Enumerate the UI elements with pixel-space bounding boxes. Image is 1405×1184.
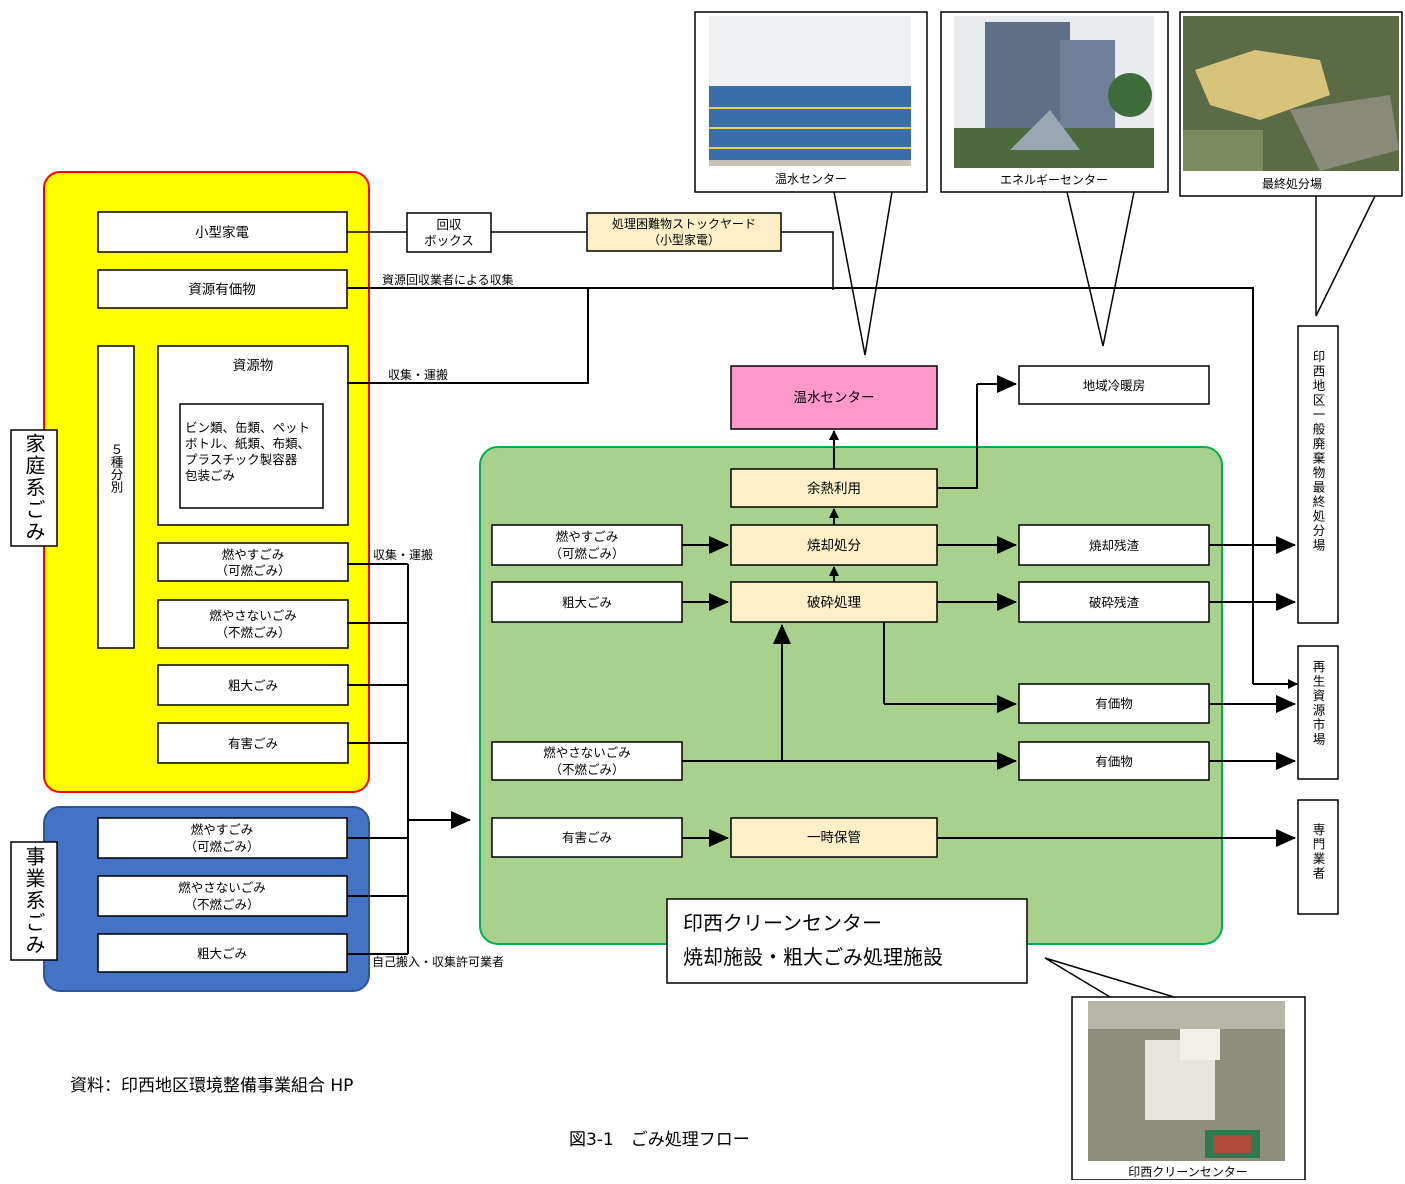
resources-detail-2: ボトル、紙類、布類、 [185, 436, 310, 451]
valuables-out-2-label: 有価物 [1095, 754, 1133, 769]
collection-box-2: ボックス [424, 233, 474, 248]
in-bulky-label: 粗大ごみ [562, 595, 612, 610]
hh-bulky-box [157, 664, 349, 706]
small-appliances-label: 小型家電 [195, 224, 249, 241]
heat-use-box [730, 468, 938, 508]
hh-bulky-label: 粗大ごみ [228, 678, 278, 693]
business-label-box [10, 841, 58, 961]
center-title-1: 印西クリーンセンター [683, 911, 882, 935]
resources-detail-1: ビン類、缶類、ペット [185, 420, 310, 435]
hh-nonburnable-2: （不燃ごみ） [215, 625, 290, 640]
hh-burnable-box [157, 542, 349, 582]
recycled-market-box [1297, 645, 1339, 780]
crushing-residue-label: 破砕残渣 [1089, 595, 1140, 610]
biz-burnable-1: 燃やすごみ [191, 822, 254, 837]
hot-water-center-box [730, 365, 938, 430]
stockyard-1: 処理困難物ストックヤード [612, 216, 756, 231]
biz-burnable-2: （可燃ごみ） [184, 839, 259, 854]
stockyard-2: （小型家電） [648, 232, 720, 247]
collect-transport-1: 収集・運搬 [388, 367, 448, 382]
in-nonburnable-2: （不燃ごみ） [549, 762, 624, 777]
biz-burnable-box [97, 817, 348, 859]
incineration-residue-box [1018, 524, 1210, 566]
center-title-2: 焼却施設・粗大ごみ処理施設 [683, 945, 943, 969]
business-label: 事業系ごみ [22, 846, 46, 956]
energy-center-photo [954, 16, 1154, 168]
recycled-market-label: 再生資源市場 [1311, 660, 1326, 747]
biz-bulky-label: 粗大ごみ [197, 946, 247, 961]
valuables-label: 資源有価物 [188, 282, 256, 298]
resources-detail-box [179, 403, 324, 509]
valuables-out-1-label: 有価物 [1095, 696, 1133, 711]
landfill-box [1297, 325, 1339, 624]
crushing-residue-box [1018, 581, 1210, 623]
valuables-out-1-box [1018, 683, 1210, 724]
in-burnable-box [491, 524, 683, 566]
resources-detail-4: 包装ごみ [185, 468, 235, 483]
five-sort-box [97, 345, 135, 649]
in-nonburnable-1: 燃やさないごみ [543, 745, 631, 760]
in-burnable-1: 燃やすごみ [556, 529, 619, 544]
district-heating-box [1018, 365, 1210, 405]
recycler-collection-label: 資源回収業者による収集 [382, 272, 514, 287]
incineration-label: 焼却処分 [807, 538, 861, 554]
resources-title: 資源物 [233, 358, 274, 374]
collection-box-1: 回収 [436, 217, 462, 232]
stockyard-box [586, 212, 782, 252]
district-heating-label: 地域冷暖房 [1083, 378, 1146, 393]
in-hazardous-label: 有害ごみ [562, 830, 612, 845]
five-sort-label: ５種分別 [109, 443, 124, 494]
hh-hazardous-label: 有害ごみ [228, 736, 278, 751]
self-delivery-label: 自己搬入・収集許可業者 [372, 954, 504, 969]
household-label-box [10, 429, 58, 547]
resources-detail-3: プラスチック製容器 [185, 452, 298, 467]
in-hazardous-box [491, 817, 683, 858]
biz-nonburnable-2: （不燃ごみ） [184, 897, 259, 912]
final-disposal-photo-caption: 最終処分場 [1262, 176, 1322, 191]
valuables-box [97, 269, 348, 309]
energy-photo-caption: エネルギーセンター [1000, 173, 1108, 187]
hh-hazardous-box [157, 722, 349, 764]
crushing-label: 破砕処理 [807, 595, 861, 611]
biz-bulky-box [97, 933, 348, 973]
household-label: 家庭系ごみ [22, 433, 46, 543]
hot-water-center-label: 温水センター [794, 390, 875, 406]
landfill-photo [1183, 16, 1399, 171]
hh-burnable-2: （可燃ごみ） [215, 563, 290, 578]
heat-use-label: 余熱利用 [807, 480, 861, 497]
figure-caption: 図3-1 ごみ処理フロー [569, 1130, 750, 1150]
valuables-out-2-box [1018, 741, 1210, 781]
hh-nonburnable-box [157, 599, 349, 649]
small-appliances-box [97, 211, 348, 253]
crushing-box [730, 581, 938, 623]
clean-center-photo [1088, 1001, 1285, 1161]
temp-storage-box [730, 817, 938, 858]
center-title-box [666, 898, 1028, 984]
specialist-label: 専門業者 [1311, 823, 1326, 881]
clean-center-photo-caption: 印西クリーンセンター [1128, 1165, 1247, 1179]
in-burnable-2: （可燃ごみ） [549, 546, 624, 561]
landfill-label: 印西地区一般廃棄物最終処分場 [1311, 350, 1326, 553]
biz-nonburnable-1: 燃やさないごみ [178, 880, 266, 895]
pool-photo [709, 16, 911, 166]
collect-transport-2: 収集・運搬 [373, 547, 433, 562]
in-bulky-box [491, 581, 683, 623]
hot-water-photo-caption: 温水センター [775, 172, 847, 186]
specialist-box [1297, 799, 1339, 915]
temp-storage-label: 一時保管 [807, 830, 861, 846]
incineration-residue-label: 焼却残渣 [1089, 538, 1140, 553]
hh-nonburnable-1: 燃やさないごみ [209, 608, 297, 623]
hh-burnable-1: 燃やすごみ [222, 547, 285, 562]
incineration-box [730, 524, 938, 566]
source-note: 資料：印西地区環境整備事業組合 HP [70, 1076, 353, 1096]
